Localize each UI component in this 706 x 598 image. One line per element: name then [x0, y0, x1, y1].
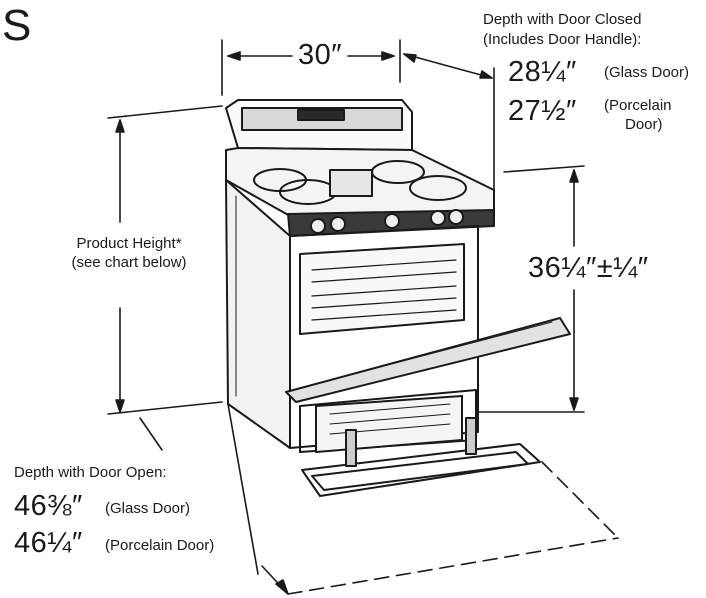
- depth-open-dimension-lines: [139, 403, 619, 595]
- product-height-label: Product Height* (see chart below): [44, 236, 214, 270]
- cooktop-height-value: 36¼″±¼″: [528, 252, 649, 284]
- depth-open-porcelain-value: 46¼″: [14, 527, 83, 559]
- section-letter: S: [2, 1, 32, 50]
- product-height-label-line2: (see chart below): [71, 254, 187, 271]
- depth-closed-porcelain-label-2: Door): [625, 116, 663, 133]
- range-body: [225, 99, 571, 497]
- depth-closed-glass-value: 28¼″: [508, 56, 577, 88]
- depth-open-glass-value: 46⅜″: [14, 490, 83, 522]
- depth-closed-dimension-lines: [403, 53, 495, 193]
- depth-open-title: Depth with Door Open:: [14, 464, 167, 481]
- cooktop-height-dimension-lines: [477, 165, 585, 413]
- width-dimension-lines: [221, 39, 401, 96]
- depth-closed-glass-label: (Glass Door): [604, 64, 690, 81]
- product-height-dimension-lines: [107, 105, 223, 415]
- depth-closed-porcelain-value: 27½″: [508, 95, 577, 127]
- depth-closed-porcelain-label-1: (Porcelain: [604, 97, 672, 114]
- depth-open-porcelain-label: (Porcelain Door): [105, 537, 215, 554]
- depth-closed-title-line2: (Includes Door Handle):: [483, 31, 642, 48]
- depth-open-glass-label: (Glass Door): [105, 500, 191, 517]
- product-height-label-line1: Product Height*: [76, 235, 182, 252]
- width-value: 30″: [298, 39, 343, 71]
- depth-closed-title-line1: Depth with Door Closed: [483, 11, 642, 28]
